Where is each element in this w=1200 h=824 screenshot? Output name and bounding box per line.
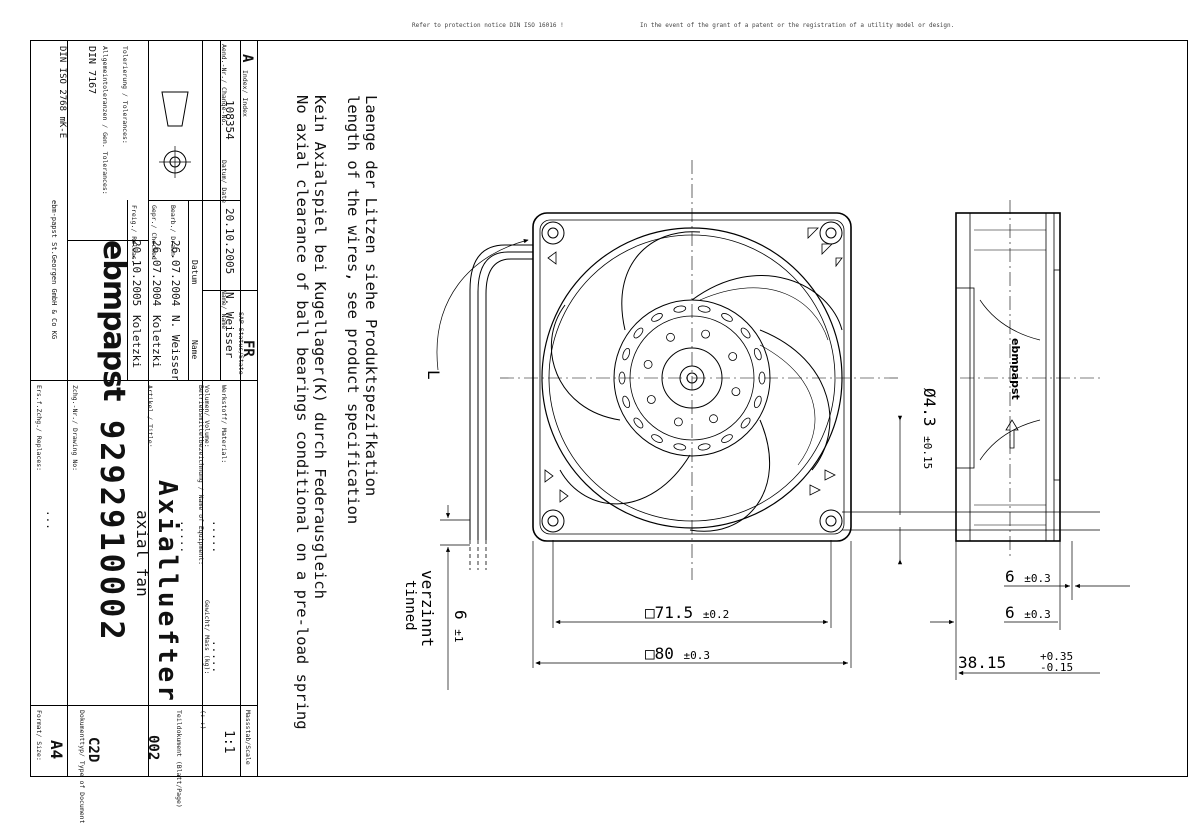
hub-hole	[666, 332, 675, 342]
outer-square-dimension	[532, 541, 852, 668]
hub-hole	[728, 352, 738, 361]
hub-slot	[633, 327, 644, 339]
inner-square-text: □71.5 ±0.2	[645, 603, 729, 622]
wire-length-arc	[436, 239, 529, 371]
hub-slot	[697, 305, 711, 313]
side-dimensions	[930, 541, 1130, 680]
tinned-en-text: tinned	[402, 580, 418, 631]
hole-dimension-text: Ø4.3 ±0.15	[920, 388, 939, 469]
side-logo: ebmpapst	[1009, 338, 1022, 400]
hub-slot	[753, 347, 762, 361]
depth-tol-plus: +0.35	[1040, 650, 1073, 663]
hub-hole	[643, 359, 653, 369]
hub-slot	[673, 305, 687, 313]
tinned-de-text: verzinnt	[418, 570, 437, 647]
hub-slot	[622, 347, 631, 361]
hub-slot	[651, 434, 663, 443]
hub-slot	[721, 434, 733, 443]
hub-slot	[740, 327, 751, 339]
hub-slot	[622, 395, 631, 409]
projection-symbol-icon	[159, 91, 191, 178]
depth-tol-minus: -0.15	[1040, 661, 1073, 674]
title-block: DIN ISO 2768 mK-E ebm-papst St.Georgen G…	[30, 40, 258, 824]
hub-slot	[651, 313, 663, 322]
airflow-arrow-icon	[1005, 419, 1019, 449]
hub-slot	[673, 443, 687, 451]
hub-hole	[731, 387, 741, 397]
hub-slot	[740, 417, 751, 429]
wire-length-text: L	[424, 370, 443, 380]
side-dim-b-text: 6 ±0.3	[1005, 603, 1051, 622]
fan-side-view	[955, 212, 1061, 542]
hub-slot	[753, 395, 762, 409]
hub-hole	[646, 395, 656, 404]
hub-slot	[633, 417, 644, 429]
inner-square-dimension	[552, 540, 832, 628]
protection-notice: Refer to protection notice DIN ISO 16016…	[412, 22, 564, 29]
outer-square-text: □80 ±0.3	[645, 644, 710, 663]
wire-strip-text: 6 ±1	[451, 610, 470, 643]
wire-strip-dimension	[440, 505, 470, 690]
side-dim-a-text: 6 ±0.3	[1005, 567, 1051, 586]
hub-hole	[709, 414, 718, 424]
centerlines	[500, 160, 1100, 580]
hub-hole	[701, 329, 710, 339]
hub-slot	[697, 443, 711, 451]
hub-slot	[721, 313, 733, 322]
hole-dimension	[842, 415, 1100, 565]
depth-text: 38.15	[958, 653, 1006, 672]
hub-hole	[674, 417, 683, 427]
patent-notice: In the event of the grant of a patent or…	[640, 22, 955, 29]
fan-front-view	[469, 212, 852, 570]
